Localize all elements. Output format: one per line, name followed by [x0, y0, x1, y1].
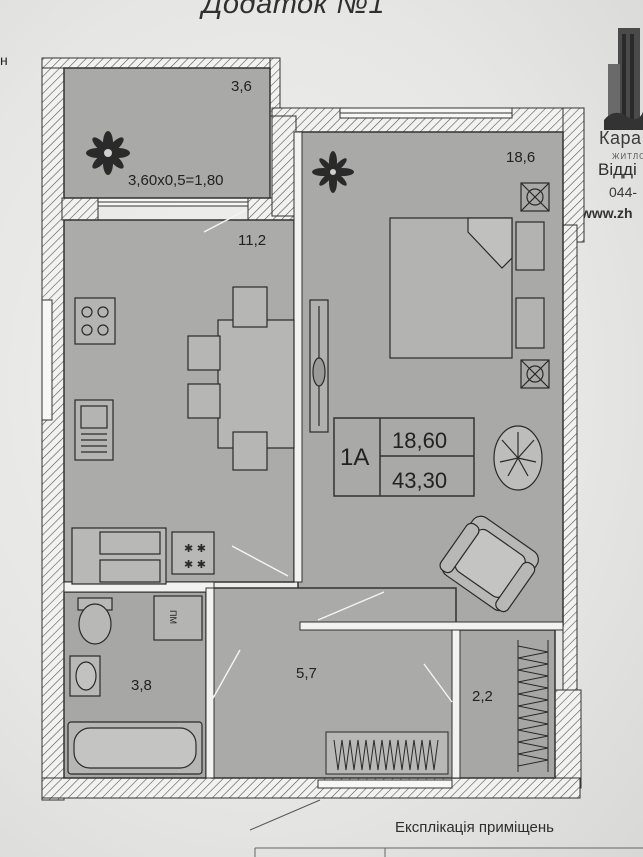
unit-summary-box [333, 417, 475, 497]
building-logo-icon [604, 28, 643, 130]
kitchen-area: 11,2 [238, 232, 266, 249]
kitchen-cabinets-icon [71, 527, 215, 585]
hallway-area: 5,7 [296, 665, 317, 682]
developer-phone: 044- [609, 184, 638, 200]
ventilation-icon [520, 182, 550, 389]
washer-label: ПМ [168, 610, 178, 624]
balcony-room [63, 67, 271, 199]
washbasin-icon [69, 655, 101, 697]
document-title: Додаток №1 [202, 0, 385, 20]
developer-tagline: ЖИТЛО [612, 152, 643, 161]
cropped-corner-text: н [0, 52, 8, 68]
hallway-wardrobe-icon [325, 731, 449, 775]
unit-code: 1А [340, 444, 369, 471]
washing-machine-icon [153, 595, 203, 641]
unit-total-area: 43,30 [392, 468, 447, 493]
balcony-area-formula: 3,60х0,5=1,80 [128, 172, 224, 189]
storage-area: 2,2 [472, 688, 493, 705]
developer-department: Відді [598, 160, 637, 179]
explication-heading: Експлікація приміщень [395, 819, 554, 836]
plant-icon [312, 151, 354, 193]
entry-door-swing [249, 799, 321, 831]
living-room-area: 18,6 [506, 149, 535, 166]
storage-shelves-icon [517, 640, 549, 772]
bathroom-area: 3,8 [131, 677, 152, 694]
toilet-icon [77, 597, 113, 645]
developer-name: Кара [599, 128, 642, 148]
armchair-icon [439, 515, 539, 613]
bathtub-icon [67, 721, 203, 775]
explication-table-border [254, 847, 643, 857]
stove-icon [74, 297, 116, 345]
potted-plant-icon [493, 425, 543, 491]
sliding-door-icon [309, 299, 329, 433]
plant-icon [86, 131, 130, 175]
bed-icon [389, 217, 545, 359]
storage-room [457, 629, 556, 779]
fan-icon: ✱ ✱ ✱ ✱ [184, 542, 206, 571]
balcony-area: 3,6 [231, 78, 252, 95]
svg-text:✱ ✱: ✱ ✱ [184, 558, 206, 571]
windows [41, 107, 513, 789]
dining-table-icon [187, 286, 295, 471]
svg-text:✱ ✱: ✱ ✱ [184, 542, 206, 555]
kitchen-sink-icon [74, 399, 114, 461]
developer-website: www.zh [581, 205, 633, 221]
unit-living-area: 18,60 [392, 428, 447, 453]
door-swings [203, 209, 453, 703]
